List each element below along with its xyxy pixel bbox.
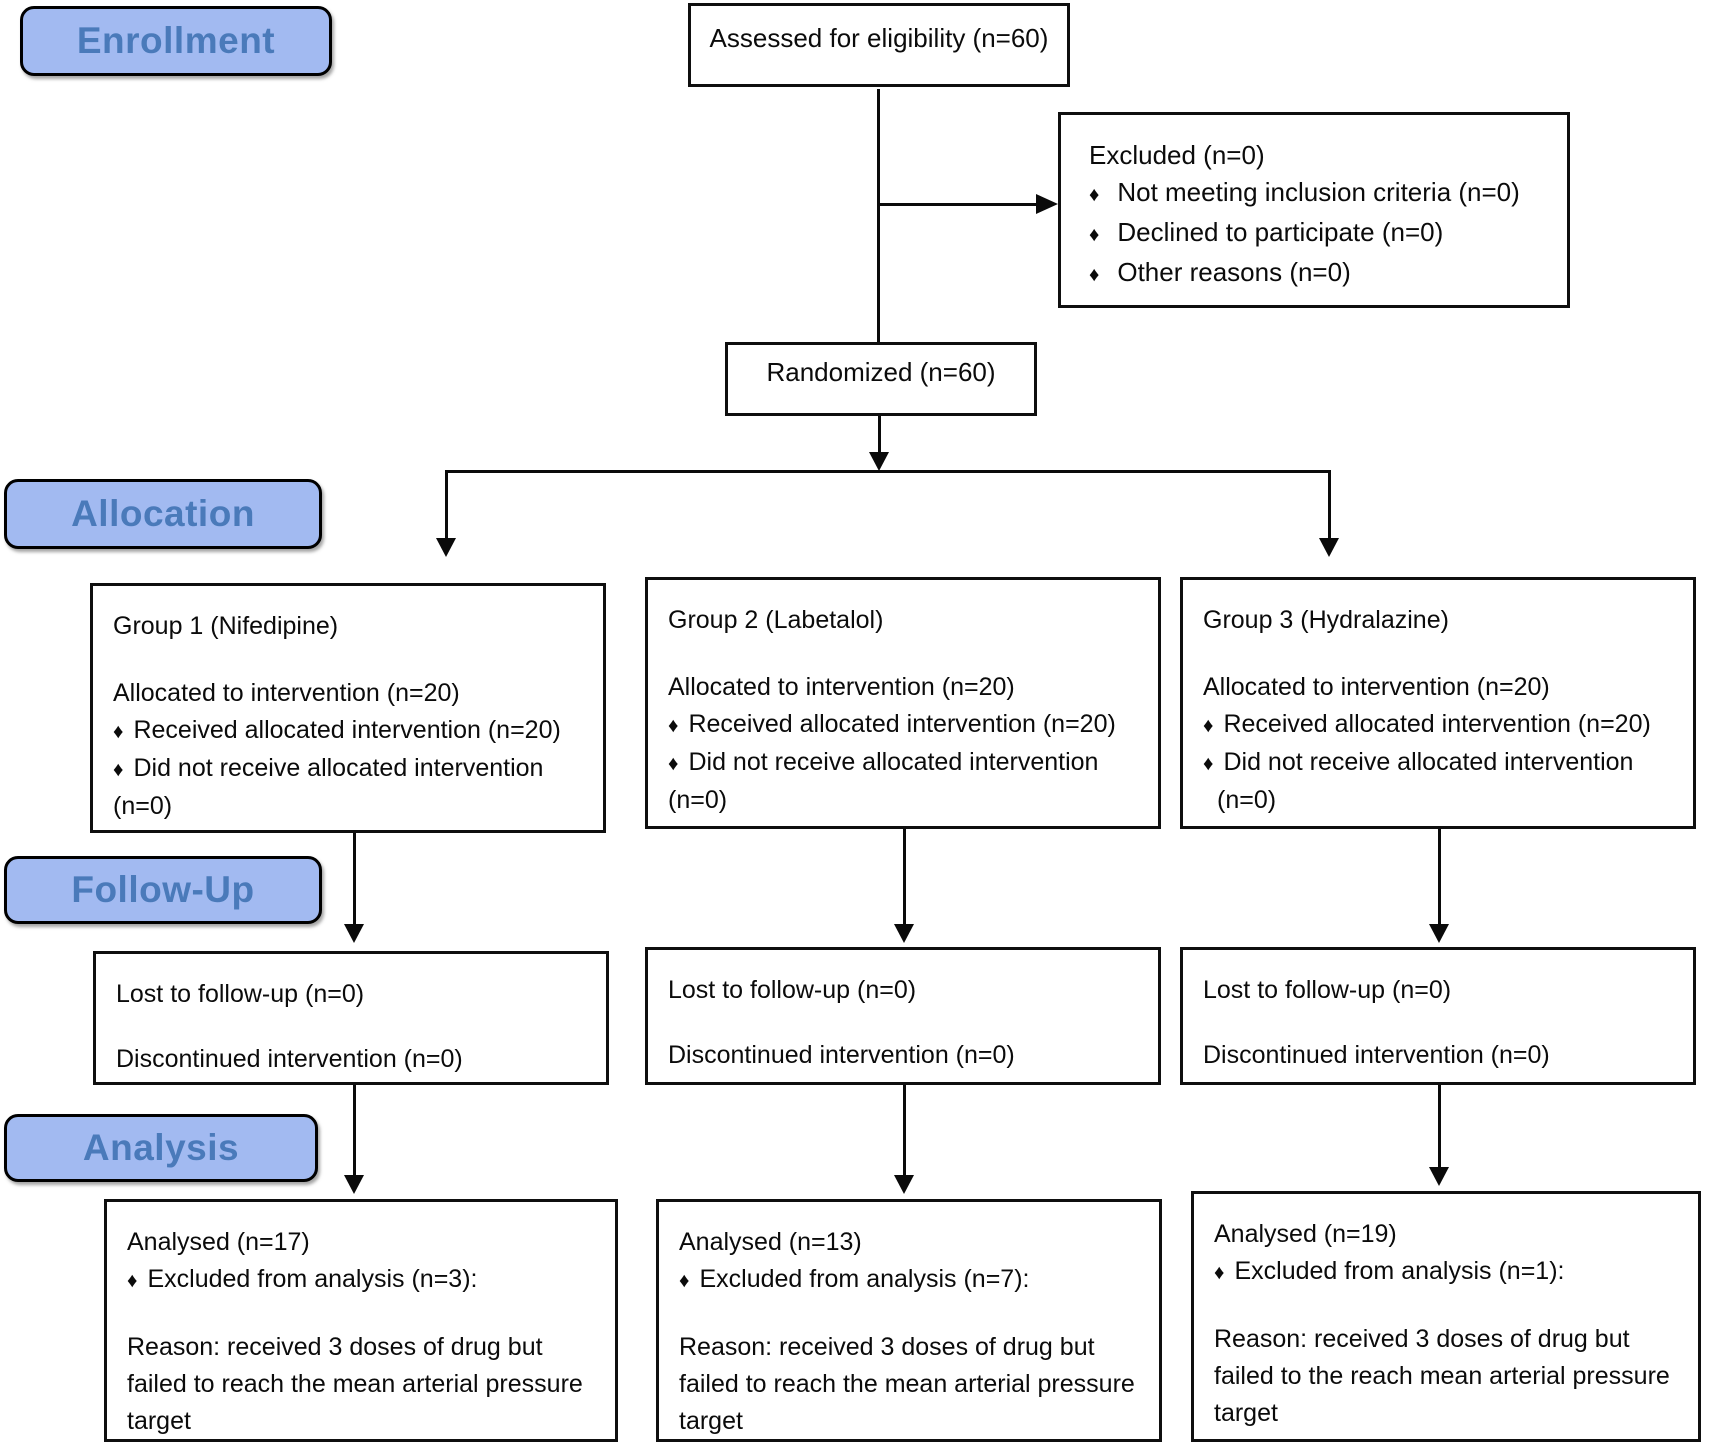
analysis-box-3: Analysed (n=19) ♦Excluded from analysis … (1191, 1191, 1701, 1442)
connector-randomized-to-branch (878, 416, 881, 454)
excluded-from-analysis-line: ♦Excluded from analysis (n=1): (1214, 1257, 1565, 1285)
not-received-n-line: (n=0) (113, 792, 173, 820)
group-box-nifedipine: Group 1 (Nifedipine) Allocated to interv… (90, 583, 606, 833)
stage-label-follow-up: Follow-Up (4, 856, 322, 924)
received-line: ♦Received allocated intervention (n=20) (1203, 710, 1651, 738)
arrowhead-down-icon (1319, 538, 1339, 557)
randomized-text: Randomized (n=60) (766, 356, 996, 387)
arrowhead-down-icon (344, 924, 364, 943)
not-received-n-line: (n=0) (1217, 786, 1277, 814)
received-line: ♦Received allocated intervention (n=20) (113, 716, 561, 744)
diamond-bullet-icon: ♦ (113, 720, 124, 743)
stage-label-allocation: Allocation (4, 479, 322, 549)
reason-text: Reason: received 3 doses of drug but fai… (127, 1333, 583, 1435)
reason-text: Reason: received 3 doses of drug but fai… (1214, 1325, 1670, 1427)
arrowhead-right-icon (1036, 194, 1058, 214)
arrowhead-down-icon (344, 1175, 364, 1194)
excluded-title: Excluded (n=0) (1089, 140, 1265, 170)
arrowhead-down-icon (1429, 1167, 1449, 1186)
connector-branch-to-group3 (1328, 470, 1331, 540)
connector-branch-to-group1 (445, 470, 448, 540)
diamond-bullet-icon: ♦ (1203, 714, 1214, 737)
arrowhead-down-icon (1429, 924, 1449, 943)
lost-line: Lost to follow-up (n=0) (116, 980, 365, 1008)
lost-line: Lost to follow-up (n=0) (668, 976, 917, 1004)
assessed-box: Assessed for eligibility (n=60) (688, 3, 1070, 87)
connector-followup1-to-analysis1 (353, 1085, 356, 1177)
not-received-n-line: (n=0) (668, 786, 728, 814)
excluded-item: ♦Other reasons (n=0) (1089, 257, 1351, 287)
discontinued-line: Discontinued intervention (n=0) (1203, 1041, 1550, 1069)
analysis-box-1: Analysed (n=17) ♦Excluded from analysis … (104, 1199, 618, 1442)
arrowhead-down-icon (894, 1175, 914, 1194)
discontinued-line: Discontinued intervention (n=0) (668, 1041, 1015, 1069)
diamond-bullet-icon: ♦ (1203, 752, 1214, 775)
diamond-bullet-icon: ♦ (679, 1269, 690, 1292)
group-title: Group 2 (Labetalol) (668, 606, 884, 634)
diamond-bullet-icon: ♦ (1214, 1261, 1225, 1284)
diamond-bullet-icon: ♦ (1089, 184, 1100, 206)
not-received-line: ♦Did not receive allocated intervention (668, 748, 1099, 776)
analysis-box-2: Analysed (n=13) ♦Excluded from analysis … (656, 1199, 1162, 1442)
diamond-bullet-icon: ♦ (1089, 224, 1100, 246)
stage-label-enrollment: Enrollment (20, 6, 332, 76)
followup-box-2: Lost to follow-up (n=0) Discontinued int… (645, 947, 1161, 1085)
excluded-from-analysis-line: ♦Excluded from analysis (n=3): (127, 1265, 478, 1293)
received-line: ♦Received allocated intervention (n=20) (668, 710, 1116, 738)
assessed-text: Assessed for eligibility (n=60) (709, 22, 1049, 53)
diamond-bullet-icon: ♦ (113, 758, 124, 781)
group-box-labetalol: Group 2 (Labetalol) Allocated to interve… (645, 577, 1161, 829)
lost-line: Lost to follow-up (n=0) (1203, 976, 1452, 1004)
analysed-line: Analysed (n=19) (1214, 1220, 1397, 1248)
allocated-line: Allocated to intervention (n=20) (1203, 673, 1550, 701)
not-received-line: ♦Did not receive allocated intervention (113, 754, 544, 782)
connector-to-excluded (877, 203, 1037, 206)
discontinued-line: Discontinued intervention (n=0) (116, 1045, 463, 1073)
randomized-box: Randomized (n=60) (725, 342, 1037, 416)
analysed-line: Analysed (n=17) (127, 1228, 310, 1256)
connector-group3-to-followup3 (1438, 829, 1441, 926)
excluded-from-analysis-line: ♦Excluded from analysis (n=7): (679, 1265, 1030, 1293)
diamond-bullet-icon: ♦ (1089, 264, 1100, 286)
stage-label-analysis: Analysis (4, 1114, 318, 1182)
followup-box-3: Lost to follow-up (n=0) Discontinued int… (1180, 947, 1696, 1085)
followup-box-1: Lost to follow-up (n=0) Discontinued int… (93, 951, 609, 1085)
connector-followup3-to-analysis3 (1438, 1085, 1441, 1169)
group-title: Group 3 (Hydralazine) (1203, 606, 1449, 634)
reason-text: Reason: received 3 doses of drug but fai… (679, 1333, 1135, 1435)
excluded-item: ♦Not meeting inclusion criteria (n=0) (1089, 177, 1520, 207)
diamond-bullet-icon: ♦ (668, 752, 679, 775)
excluded-item: ♦Declined to participate (n=0) (1089, 217, 1444, 247)
arrowhead-down-icon (436, 538, 456, 557)
analysed-line: Analysed (n=13) (679, 1228, 862, 1256)
connector-assessed-to-randomized (877, 89, 880, 342)
arrowhead-down-icon (894, 924, 914, 943)
connector-followup2-to-analysis2 (903, 1085, 906, 1177)
connector-group2-to-followup2 (903, 829, 906, 926)
arrowhead-down-icon (869, 452, 889, 471)
group-box-hydralazine: Group 3 (Hydralazine) Allocated to inter… (1180, 577, 1696, 829)
diamond-bullet-icon: ♦ (668, 714, 679, 737)
connector-group1-to-followup1 (353, 833, 356, 926)
excluded-box: Excluded (n=0) ♦Not meeting inclusion cr… (1058, 112, 1570, 308)
allocated-line: Allocated to intervention (n=20) (113, 679, 460, 707)
group-title: Group 1 (Nifedipine) (113, 612, 339, 640)
not-received-line: ♦Did not receive allocated intervention (1203, 748, 1634, 776)
allocated-line: Allocated to intervention (n=20) (668, 673, 1015, 701)
branch-line (445, 470, 1331, 473)
diamond-bullet-icon: ♦ (127, 1269, 138, 1292)
